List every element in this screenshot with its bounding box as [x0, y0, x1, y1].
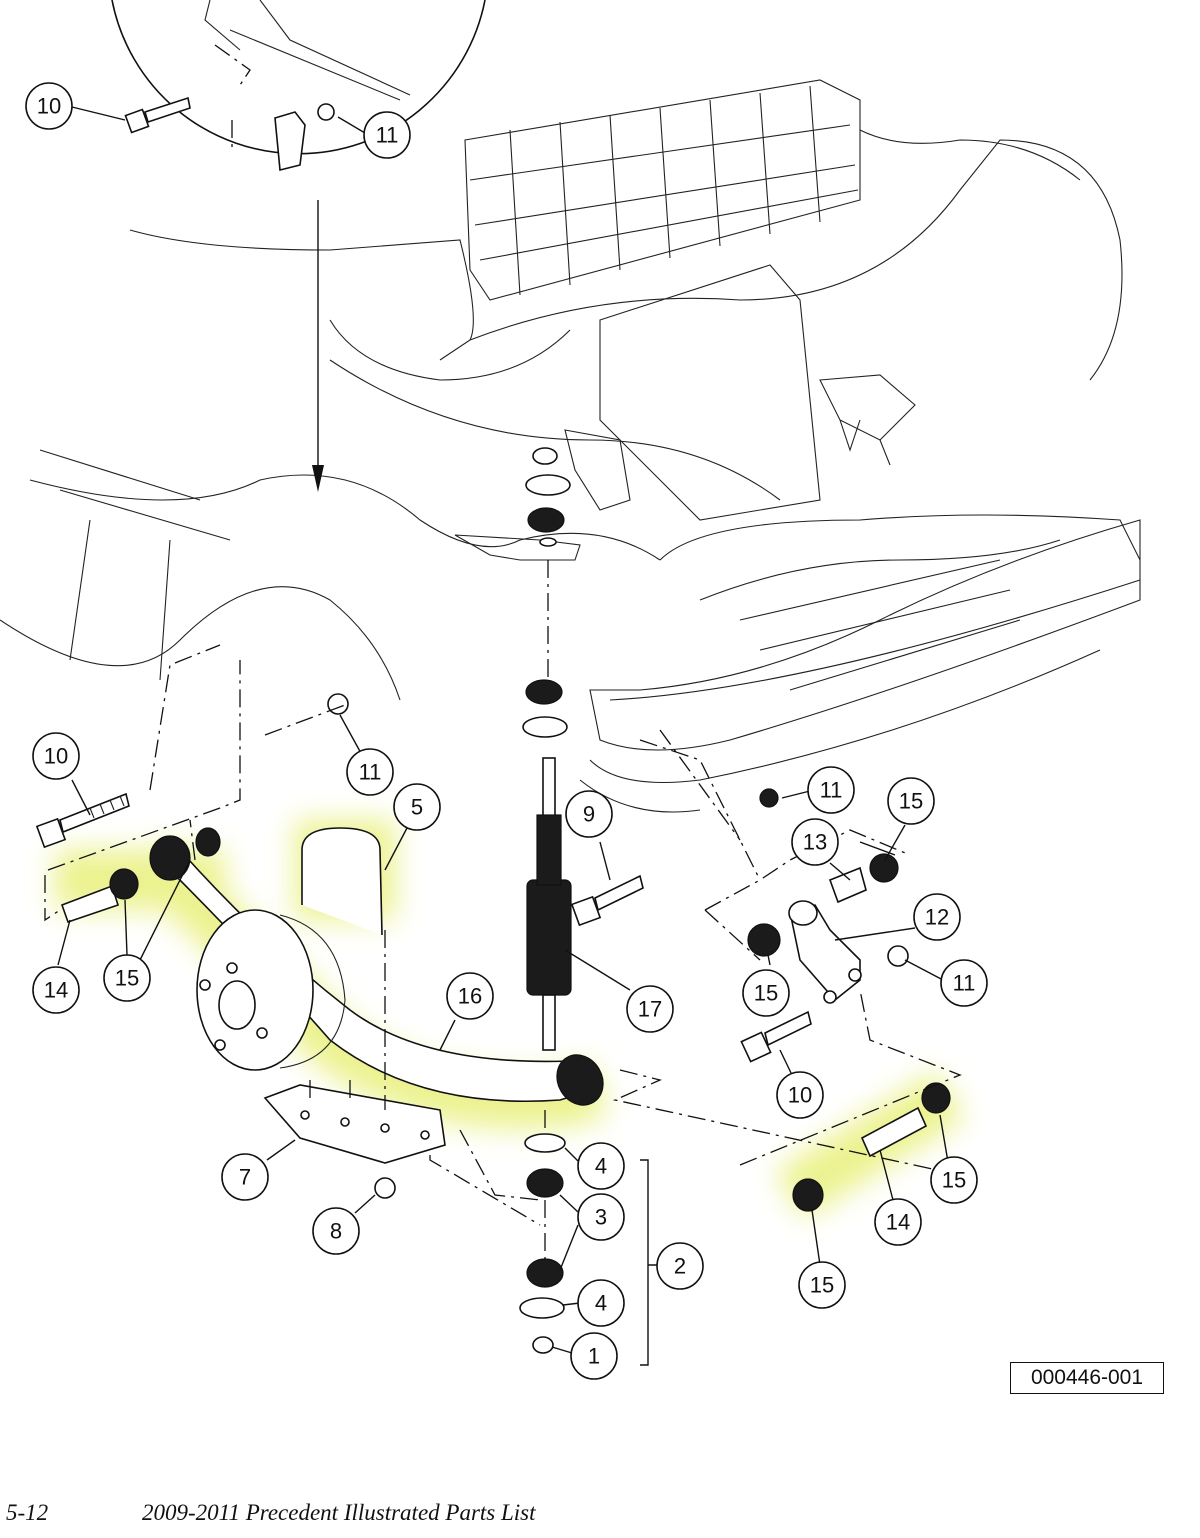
svg-text:11: 11	[953, 971, 976, 996]
svg-text:1: 1	[588, 1344, 600, 1369]
u-bolt	[301, 827, 383, 936]
callout-14-left: 14	[32, 966, 80, 1014]
lower-bushings	[519, 1110, 566, 1354]
left-bushings	[60, 827, 221, 924]
nut-left	[327, 693, 349, 715]
shackle	[788, 900, 862, 1004]
svg-text:15: 15	[942, 1168, 966, 1193]
spring-plate	[263, 930, 446, 1164]
shackle-bushings	[747, 853, 899, 957]
axle-hub	[196, 909, 346, 1071]
assembly-lines	[44, 644, 962, 1226]
svg-text:11: 11	[376, 123, 399, 148]
footer-title: 2009-2011 Precedent Illustrated Parts Li…	[142, 1500, 536, 1525]
bolt-top	[124, 96, 191, 134]
callout-9: 9	[565, 790, 613, 838]
callout-15-left: 15	[103, 954, 151, 1002]
svg-text:12: 12	[925, 905, 949, 930]
svg-text:11: 11	[820, 778, 843, 803]
svg-text:5: 5	[411, 795, 423, 820]
svg-text:4: 4	[595, 1291, 607, 1316]
callout-2: 2	[656, 1242, 704, 1290]
svg-text:15: 15	[115, 966, 139, 991]
callout-11-left: 11	[346, 748, 394, 796]
right-bushings	[792, 1082, 951, 1212]
callout-11-right: 11	[940, 959, 988, 1007]
callout-15-right-upper: 15	[887, 777, 935, 825]
callout-3: 3	[577, 1193, 625, 1241]
callout-5: 5	[393, 783, 441, 831]
callout-13: 13	[791, 818, 839, 866]
svg-text:13: 13	[803, 830, 827, 855]
svg-text:10: 10	[44, 744, 68, 769]
callout-10-left: 10	[32, 732, 80, 780]
callout-4-lower: 4	[577, 1279, 625, 1327]
svg-text:11: 11	[359, 760, 382, 785]
nut-right	[887, 945, 909, 967]
detail-inset	[111, 0, 486, 492]
figure-label: e 5-12	[0, 1500, 49, 1525]
svg-text:8: 8	[330, 1219, 342, 1244]
bolt-left	[35, 792, 130, 849]
svg-text:16: 16	[458, 984, 482, 1009]
svg-text:10: 10	[788, 1083, 812, 1108]
bolt-center	[570, 874, 644, 927]
svg-text:15: 15	[899, 789, 923, 814]
callout-12: 12	[913, 893, 961, 941]
svg-text:15: 15	[810, 1273, 834, 1298]
callout-15-right-lower: 15	[798, 1261, 846, 1309]
leaf-spring	[149, 835, 604, 1106]
svg-text:15: 15	[754, 981, 778, 1006]
svg-text:2: 2	[674, 1254, 686, 1279]
callout-14-right: 14	[874, 1198, 922, 1246]
callout-1: 1	[570, 1332, 618, 1380]
vehicle-body-outline	[0, 79, 1141, 813]
drawing-reference-number: 000446-001	[1010, 1362, 1164, 1394]
shock-absorber	[526, 757, 572, 1051]
callout-15-right-mid: 15	[742, 969, 790, 1017]
callout-4-upper: 4	[577, 1142, 625, 1190]
parts	[35, 96, 962, 1354]
svg-text:4: 4	[595, 1154, 607, 1179]
leader-lines	[57, 106, 949, 1366]
svg-text:3: 3	[595, 1205, 607, 1230]
callout-11-right-upper: 11	[807, 766, 855, 814]
svg-text:9: 9	[583, 802, 595, 827]
callout-7: 7	[221, 1153, 269, 1201]
callout-16: 16	[446, 972, 494, 1020]
callout-10-top: 10	[25, 82, 73, 130]
spring-plate-nut	[374, 1177, 396, 1199]
svg-text:17: 17	[638, 997, 662, 1022]
svg-text:14: 14	[886, 1210, 910, 1235]
svg-text:10: 10	[37, 94, 61, 119]
callout-8: 8	[312, 1207, 360, 1255]
nut-upper-right	[759, 788, 779, 808]
callout-10-right: 10	[776, 1071, 824, 1119]
bolt-right	[740, 1010, 812, 1063]
callout-15-right-far: 15	[930, 1156, 978, 1204]
callout-17: 17	[626, 985, 674, 1033]
svg-text:14: 14	[44, 978, 68, 1003]
shock-mount-bushings	[522, 447, 571, 738]
svg-text:7: 7	[239, 1165, 251, 1190]
callout-11-top: 11	[363, 111, 411, 159]
